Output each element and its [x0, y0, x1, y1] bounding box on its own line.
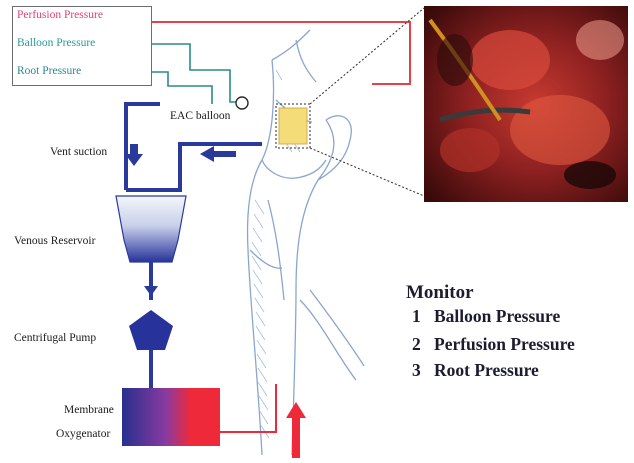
target-region: [279, 108, 307, 144]
legend-perfusion-pressure: Perfusion Pressure: [17, 9, 103, 21]
surgical-photo: [424, 6, 628, 202]
monitor-item-label: Perfusion Pressure: [434, 334, 575, 354]
arterial-return-line: [220, 384, 276, 432]
monitor-item-number: 2: [412, 334, 434, 355]
arterial-flow-arrow: [286, 402, 306, 458]
membrane-oxygenator: [122, 388, 220, 446]
zoom-line-bottom: [310, 148, 424, 196]
monitor-item-number: 1: [412, 306, 434, 327]
vessel-anatomy: [248, 30, 364, 455]
label-centrifugal-pump: Centrifugal Pump: [14, 332, 96, 344]
monitor-item-label: Root Pressure: [434, 360, 539, 380]
return-arrow: [200, 146, 236, 162]
legend-root-pressure: Root Pressure: [17, 65, 81, 77]
venous-reservoir: [116, 196, 186, 262]
balloon-pressure-line: [150, 44, 244, 102]
monitor-item-label: Balloon Pressure: [434, 306, 560, 326]
monitor-title: Monitor: [406, 282, 474, 304]
eac-balloon-bulb: [236, 97, 248, 109]
pressure-legend: Perfusion Pressure Balloon Pressure Root…: [12, 6, 152, 86]
tube-clamp: [144, 286, 158, 296]
label-vent-suction: Vent suction: [50, 146, 107, 158]
perfusion-pressure-line: [150, 22, 410, 84]
label-venous-reservoir: Venous Reservoir: [14, 235, 95, 247]
centrifugal-pump: [129, 310, 173, 350]
label-membrane: Membrane: [64, 404, 114, 416]
root-pressure-line: [150, 72, 212, 104]
label-oxygenator: Oxygenator: [56, 428, 110, 440]
monitor-item-number: 3: [412, 360, 434, 381]
label-eac-balloon: EAC balloon: [170, 110, 230, 122]
vent-suction-arrow-shaft: [130, 144, 138, 154]
legend-balloon-pressure: Balloon Pressure: [17, 37, 95, 49]
